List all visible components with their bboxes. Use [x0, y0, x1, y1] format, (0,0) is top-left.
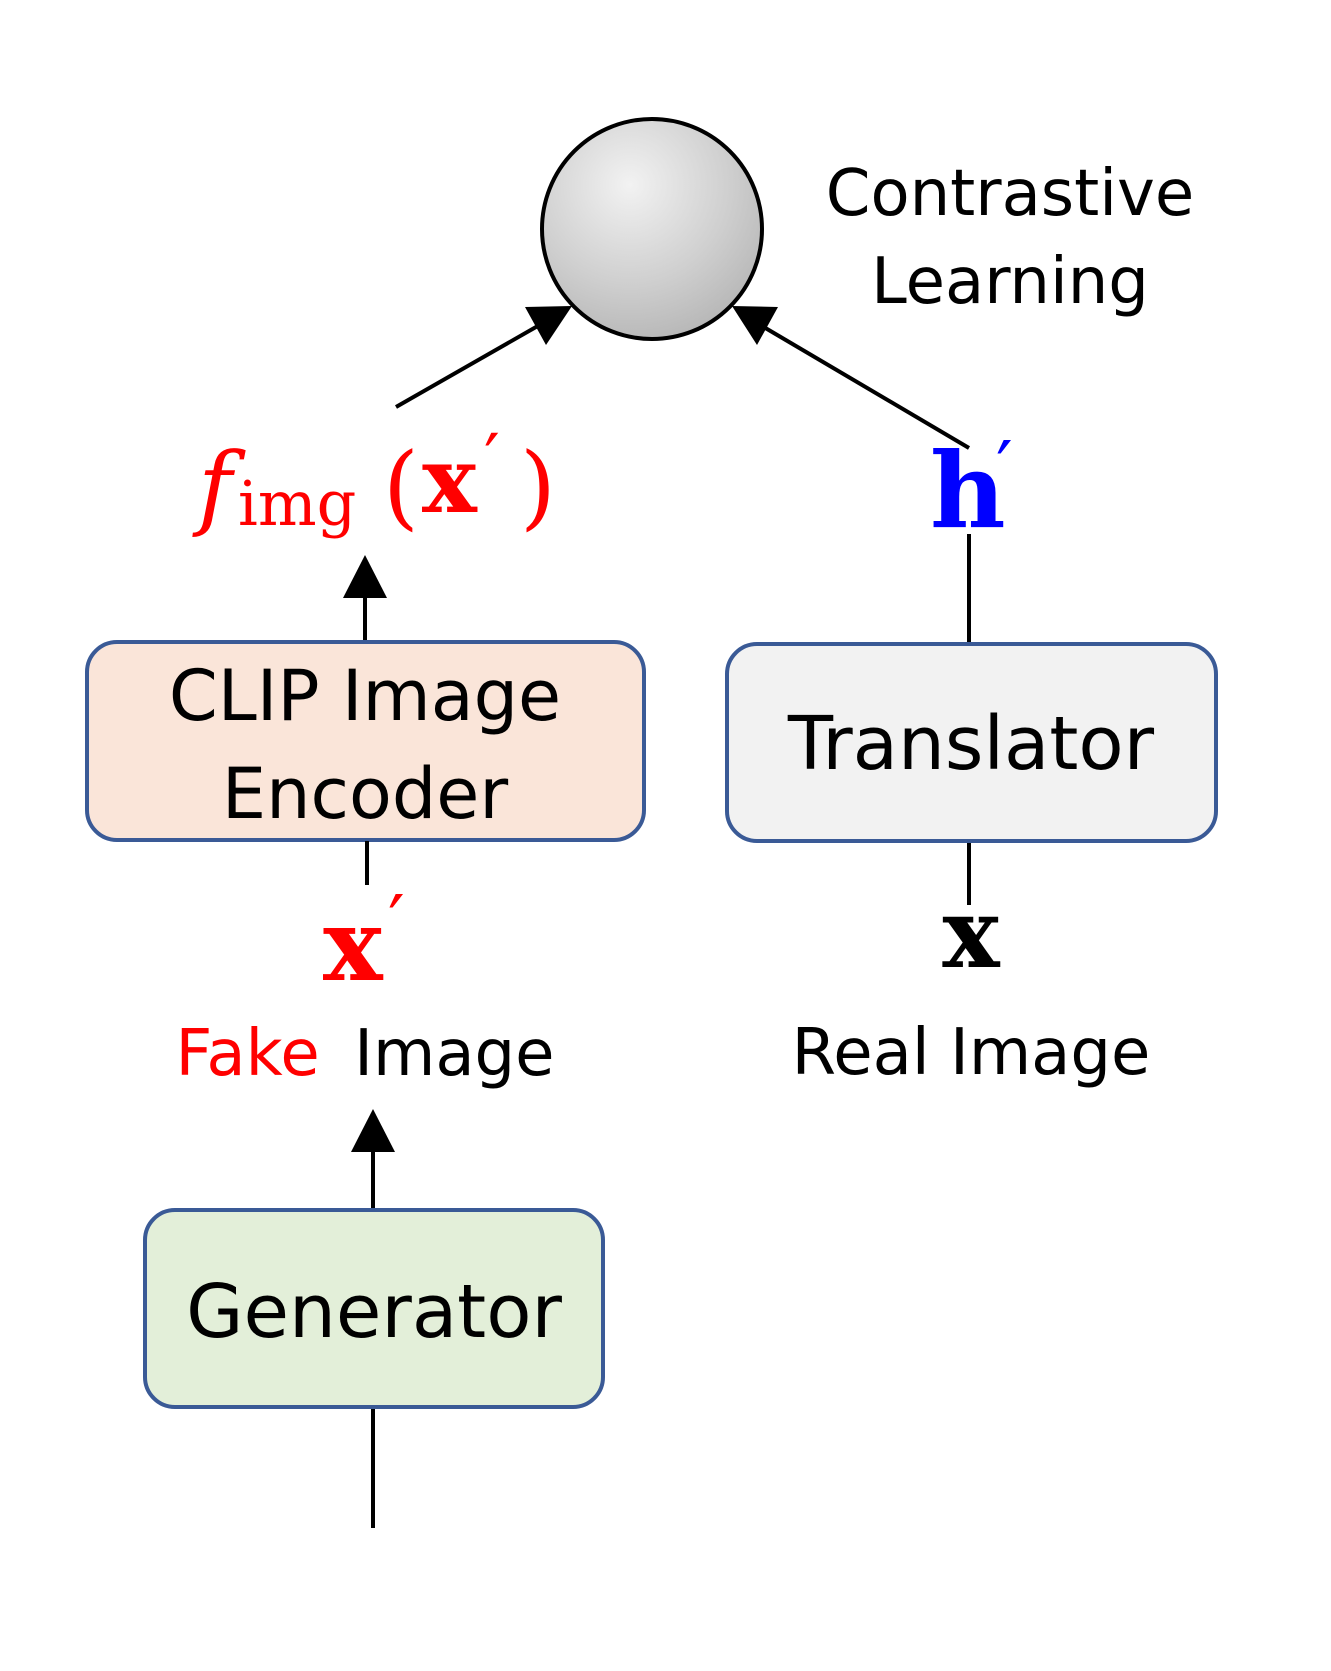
- fake-image-label: Fake Image: [175, 1017, 554, 1091]
- arrowhead-encoder-to-fimg: [343, 555, 387, 598]
- arrowhead-generator-to-fake-image: [351, 1109, 395, 1152]
- h-prime-label: h ′: [930, 426, 1013, 552]
- x-prime-label: x ′: [323, 880, 405, 1004]
- generator-label: Generator: [186, 1269, 562, 1355]
- arrow-fimg-to-contrastive: [395, 321, 544, 409]
- clip-encoder-label-line2: Encoder: [222, 753, 508, 835]
- f-img-x-prime-label: f img ( x ′ ): [192, 419, 556, 540]
- arrow-h-to-contrastive: [760, 324, 971, 450]
- translator-label: Translator: [787, 701, 1155, 787]
- contrastive-learning-node: [540, 117, 764, 341]
- clip-encoder-label-line1: CLIP Image: [169, 655, 561, 737]
- contrastive-label-line2: Learning: [871, 245, 1149, 319]
- translator-box: [725, 642, 1218, 843]
- arrowhead-h-to-contrastive: [732, 306, 778, 345]
- clip-image-encoder-box: [85, 640, 646, 842]
- generator-box: [143, 1208, 605, 1409]
- x-label: x: [942, 877, 1000, 990]
- real-image-label: Real Image: [792, 1016, 1151, 1090]
- contrastive-label-line1: Contrastive: [826, 157, 1195, 231]
- arrowhead-fimg-to-contrastive: [525, 306, 572, 345]
